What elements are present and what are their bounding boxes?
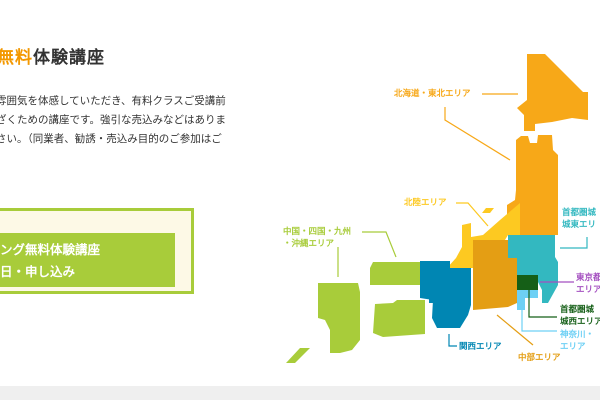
region-chugoku[interactable]: [370, 262, 420, 285]
label-line: 城西エリア: [560, 317, 600, 327]
region-tokyo[interactable]: [517, 275, 538, 290]
label-chugoku-shikoku-kyushu[interactable]: 中国・四国・九州 ・沖縄エリア: [283, 226, 351, 250]
label-line: 首都圏城: [560, 305, 595, 315]
label-kanagawa[interactable]: 神奈川・ エリア: [560, 329, 594, 353]
description-line: 雰囲気を体感していただき、有料クラスご受講前: [0, 95, 226, 107]
label-line: 東京都: [576, 273, 600, 283]
label-line: エリア: [560, 342, 586, 352]
label-chubu[interactable]: 中部エリア: [518, 353, 561, 363]
label-line: エリア: [576, 285, 600, 295]
region-kansai[interactable]: [420, 261, 471, 328]
label-line: ・沖縄エリア: [283, 239, 335, 249]
label-kansai[interactable]: 関西エリア: [459, 342, 502, 352]
region-kyushu[interactable]: [318, 283, 360, 353]
leader-lines: [337, 93, 588, 347]
label-hokuriku[interactable]: 北陸エリア: [404, 198, 447, 208]
label-line: 中国・四国・九州: [283, 227, 352, 237]
region-hokuriku[interactable]: [482, 208, 494, 213]
cta-line2: 日・申し込み: [0, 264, 76, 279]
label-hokkaido-tohoku[interactable]: 北海道・東北エリア: [394, 89, 471, 99]
region-hokkaido-tohoku[interactable]: [517, 54, 588, 131]
region-kanagawa[interactable]: [517, 290, 538, 310]
trial-course-apply-button[interactable]: ング無料体験講座 日・申し込み: [0, 233, 175, 287]
label-line: 神奈川・: [560, 330, 595, 340]
label-line: 城東エリ: [562, 220, 597, 230]
label-shuto-south-west[interactable]: 首都圏城 城西エリア: [560, 304, 600, 328]
label-line: 首都圏城: [562, 208, 597, 218]
description-line: さい。（同業者、勧誘・売込み目的のご参加はご: [0, 133, 222, 145]
title-rest: 体験講座: [33, 48, 105, 68]
region-shuto-north-east[interactable]: [508, 235, 558, 303]
page-title: 無料体験講座: [0, 43, 105, 68]
description: 雰囲気を体感していただき、有料クラスご受講前 ざくための講座です。強引な売込みな…: [0, 92, 226, 149]
label-tokyo[interactable]: 東京都 エリア: [576, 272, 600, 296]
label-shuto-north-east[interactable]: 首都圏城 城東エリ: [562, 207, 596, 231]
title-accent: 無料: [0, 48, 33, 68]
region-okinawa[interactable]: [286, 348, 310, 363]
region-shikoku[interactable]: [373, 300, 425, 337]
footer-bar: [0, 386, 600, 400]
region-chubu[interactable]: [473, 240, 517, 310]
region-kansai[interactable]: [429, 297, 435, 303]
cta-line1: ング無料体験講座: [0, 242, 101, 257]
description-line: ざくための講座です。強引な売込みなどはありま: [0, 114, 226, 126]
region-hokuriku[interactable]: [447, 203, 520, 275]
